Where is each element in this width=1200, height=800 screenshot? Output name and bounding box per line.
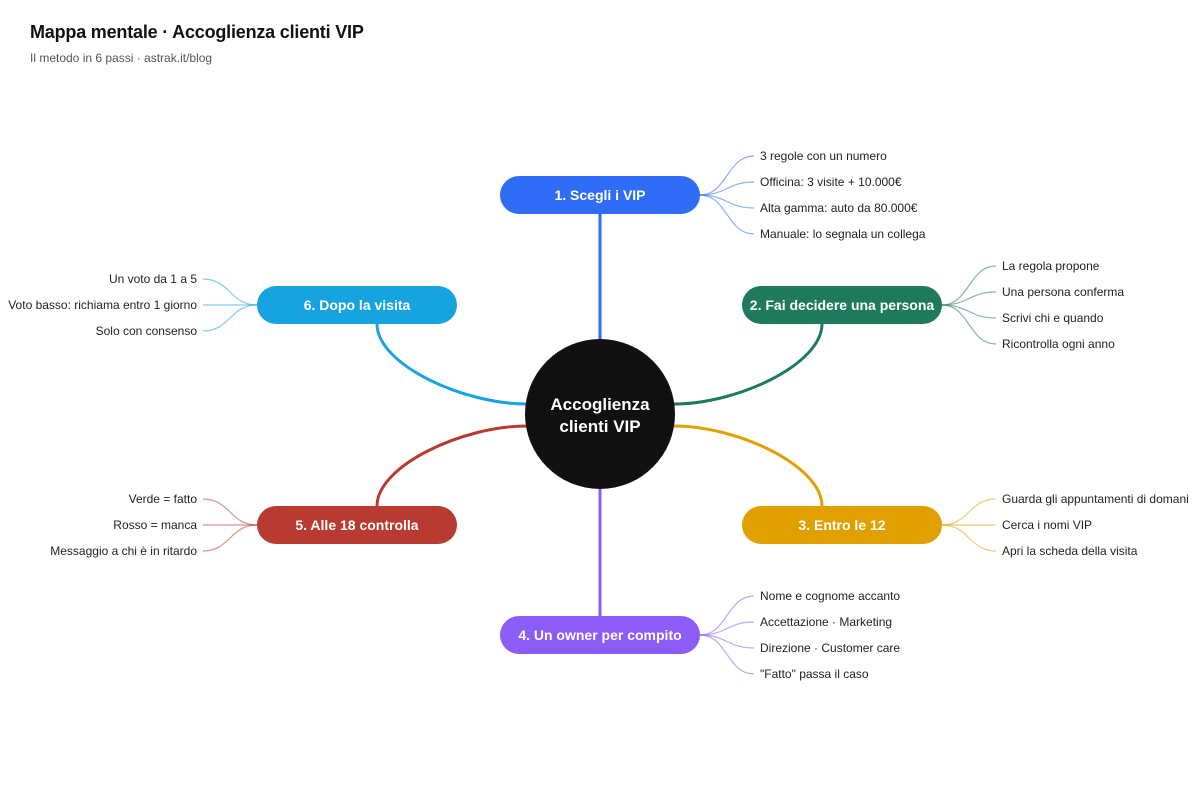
branch-node-1: 1. Scegli i VIP (500, 176, 700, 214)
leaf-link (699, 621, 755, 636)
branch-link-3 (673, 424, 824, 507)
leaf-label: "Fatto" passa il caso (760, 667, 869, 681)
branch-pill (257, 286, 457, 324)
branch-link-6 (375, 323, 528, 406)
leaf-link (941, 304, 997, 345)
branch-label: 6. Dopo la visita (304, 297, 411, 313)
leaf-label: Nome e cognome accanto (760, 589, 900, 603)
leaf-link (202, 498, 258, 526)
leaf-link (941, 291, 997, 306)
branch-label: 3. Entro le 12 (798, 517, 885, 533)
leaf-link (699, 194, 755, 235)
leaf-link (202, 278, 258, 306)
leaf-label: 3 regole con un numero (760, 149, 887, 163)
leaf-label: Un voto da 1 a 5 (109, 272, 197, 286)
center-label-line1: Accoglienza (550, 395, 650, 414)
leaf-link (699, 181, 755, 196)
branch-link-2 (673, 323, 824, 406)
center-circle (525, 339, 675, 489)
leaf-link (941, 498, 997, 526)
leaf-link (202, 524, 258, 552)
leaf-link (699, 595, 755, 636)
leaf-label: Rosso = manca (113, 518, 197, 532)
center-label-line2: clienti VIP (559, 417, 640, 436)
branch-node-6: 6. Dopo la visita (257, 286, 457, 324)
leaf-link (941, 265, 997, 306)
branch-pill (742, 506, 942, 544)
leaf-label: Officina: 3 visite + 10.000€ (760, 175, 902, 189)
leaf-label: Scrivi chi e quando (1002, 311, 1104, 325)
branch-label: 2. Fai decidere una persona (750, 297, 935, 313)
branch-pill (500, 176, 700, 214)
branch-node-5: 5. Alle 18 controlla (257, 506, 457, 544)
leaf-label: Direzione · Customer care (760, 641, 900, 655)
leaf-label: Cerca i nomi VIP (1002, 518, 1092, 532)
leaf-label: Apri la scheda della visita (1002, 544, 1138, 558)
branch-pill (500, 616, 700, 654)
leaf-label: Ricontrolla ogni anno (1002, 337, 1115, 351)
branch-connectors (375, 214, 824, 616)
leaf-label: La regola propone (1002, 259, 1100, 273)
branch-label: 1. Scegli i VIP (554, 187, 645, 203)
leaf-label: Messaggio a chi è in ritardo (50, 544, 197, 558)
branch-nodes: 1. Scegli i VIP 2. Fai decidere una perso… (257, 176, 942, 654)
leaf-link (699, 634, 755, 675)
center-node: Accoglienza clienti VIP (525, 339, 675, 489)
leaf-label: Verde = fatto (129, 492, 198, 506)
page-title: Mappa mentale · Accoglienza clienti VIP (30, 22, 364, 42)
branch-pill (742, 286, 942, 324)
leaf-label: Solo con consenso (96, 324, 198, 338)
branch-pill (257, 506, 457, 544)
leaf-link (941, 524, 997, 552)
leaf-link (202, 304, 258, 332)
branch-node-2: 2. Fai decidere una persona (742, 286, 942, 324)
branch-label: 5. Alle 18 controlla (295, 517, 418, 533)
leaf-label: Manuale: lo segnala un collega (760, 227, 926, 241)
branch-node-4: 4. Un owner per compito (500, 616, 700, 654)
leaf-label: Una persona conferma (1002, 285, 1124, 299)
leaf-connectors (202, 155, 997, 675)
leaf-label: Accettazione · Marketing (760, 615, 892, 629)
leaf-link (699, 155, 755, 196)
leaf-label: Alta gamma: auto da 80.000€ (760, 201, 918, 215)
branch-link-5 (375, 424, 528, 507)
leaf-label: Guarda gli appuntamenti di domani (1002, 492, 1189, 506)
header: Mappa mentale · Accoglienza clienti VIP … (30, 22, 364, 65)
branch-label: 4. Un owner per compito (518, 627, 681, 643)
branch-node-3: 3. Entro le 12 (742, 506, 942, 544)
page-subtitle: Il metodo in 6 passi · astrak.it/blog (30, 51, 213, 65)
leaf-label: Voto basso: richiama entro 1 giorno (8, 298, 197, 312)
